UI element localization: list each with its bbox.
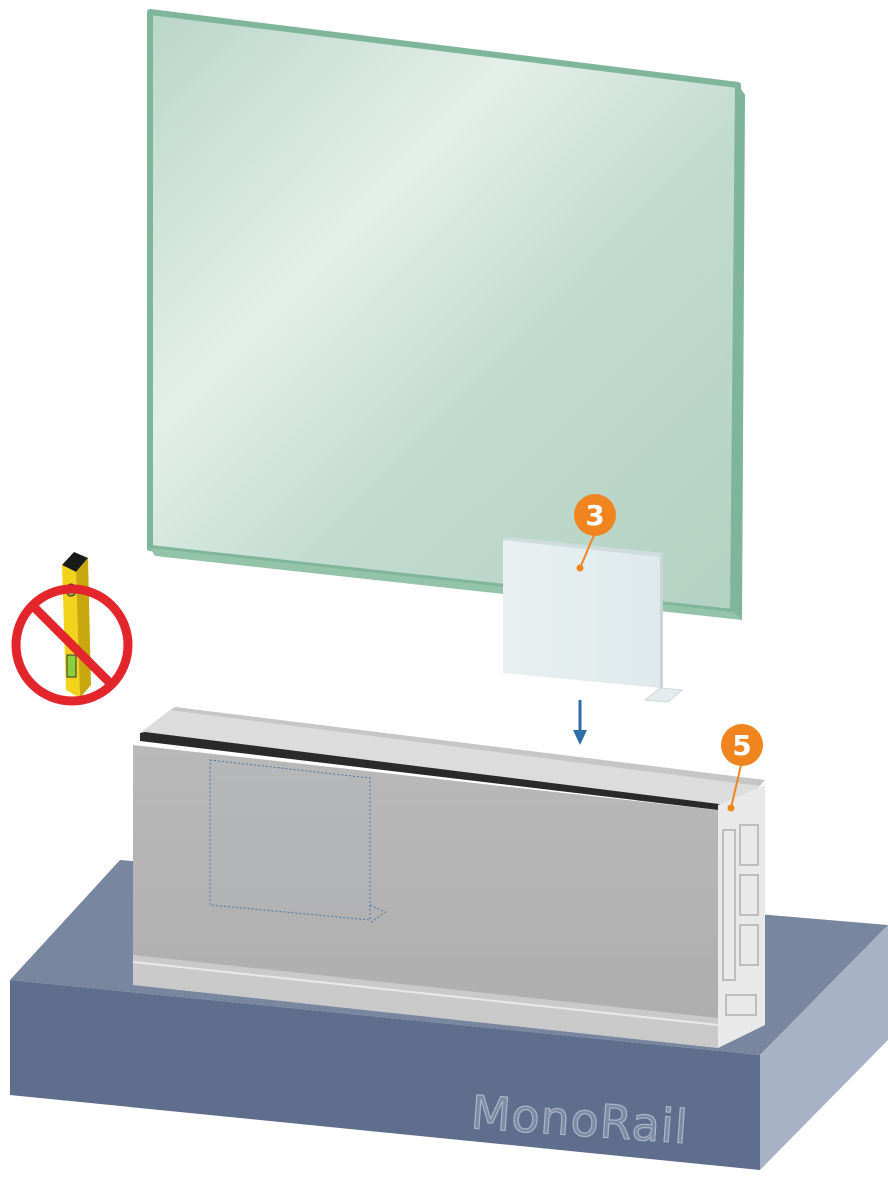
shim-side [660,553,663,690]
spirit-level-icon [62,552,91,698]
shim-outline-dotted [210,760,370,920]
glass-panel [150,12,745,620]
callout-5-label: 5 [732,729,751,762]
glass-shim [503,537,682,702]
insert-direction-arrow [573,700,587,745]
no-spirit-level-icon [16,552,128,701]
glass-face [150,12,738,612]
shim-foot [645,688,682,702]
callout-3-label: 3 [585,499,604,532]
